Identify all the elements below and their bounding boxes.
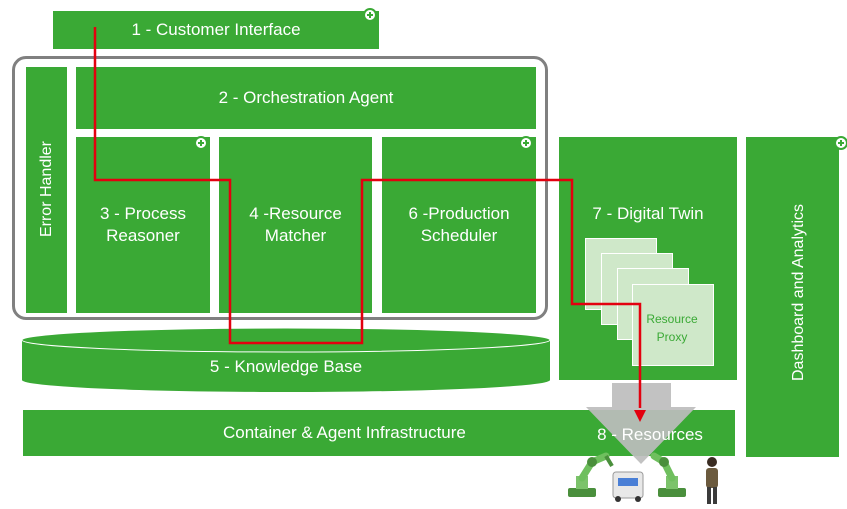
knowledge-base-label: 5 - Knowledge Base	[209, 357, 363, 376]
resources-label: 8 - Resources	[597, 425, 703, 444]
expand-customer-interface-icon[interactable]	[363, 8, 377, 22]
dashboard-analytics-box[interactable]	[745, 136, 840, 458]
production-scheduler-label: 6 -Production Scheduler	[408, 203, 510, 245]
resource-matcher-label: 4 -Resource Matcher	[249, 203, 342, 245]
process-reasoner-label: 3 - Process Reasoner	[100, 203, 186, 245]
orchestration-agent-label: 2 - Orchestration Agent	[218, 87, 394, 107]
customer-interface-label: 1 - Customer Interface	[131, 19, 301, 39]
process-reasoner-box[interactable]: 3 - Process Reasoner	[75, 136, 211, 314]
robot-arm-left-icon	[568, 452, 614, 497]
customer-interface-box[interactable]: 1 - Customer Interface	[52, 10, 380, 50]
resource-matcher-box[interactable]: 4 -Resource Matcher	[218, 136, 373, 314]
expand-process-reasoner-icon[interactable]	[194, 136, 208, 150]
worker-icon	[706, 457, 718, 504]
robot-arm-right-icon	[650, 452, 686, 497]
expand-production-scheduler-icon[interactable]	[519, 136, 533, 150]
mobile-robot-icon	[612, 471, 644, 502]
expand-dashboard-icon[interactable]	[834, 136, 847, 150]
resource-proxy-label: Resource Proxy	[646, 312, 698, 344]
orchestration-agent-box[interactable]: 2 - Orchestration Agent	[75, 66, 537, 130]
orchestration-frame	[12, 56, 548, 320]
production-scheduler-box[interactable]: 6 -Production Scheduler	[381, 136, 537, 314]
infrastructure-label: Container & Agent Infrastructure	[223, 422, 466, 442]
error-handler-box[interactable]	[25, 66, 68, 314]
digital-twin-label: 7 - Digital Twin	[592, 204, 704, 223]
proxy-card-4	[632, 284, 714, 366]
